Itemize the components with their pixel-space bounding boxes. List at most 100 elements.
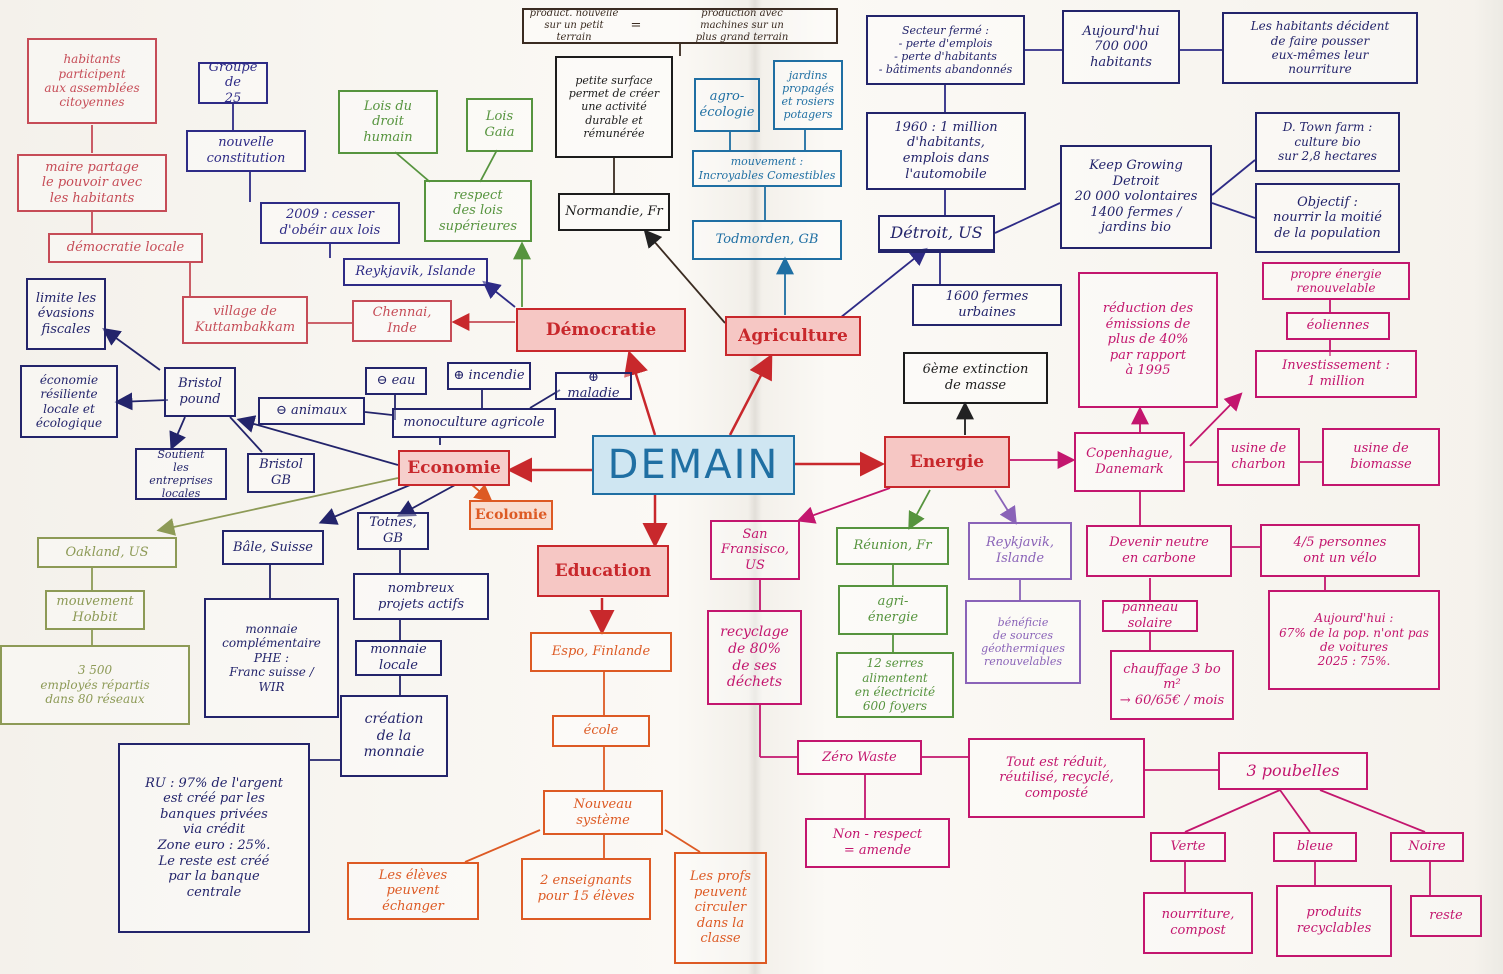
node-usine-biomasse: usine de biomasse [1322,428,1440,486]
node-normandie: Normandie, Fr [558,193,670,231]
center-node-demain: DEMAIN [592,435,795,495]
agriculture-todmorden-links [729,130,806,315]
node-usine-charbon: usine de charbon [1217,428,1300,486]
node-mouvement-incroyables-comestibles: mouvement : Incroyables Comestibles [692,150,842,187]
node-plus-maladie: ⊕ maladie [555,372,632,400]
node-detroit-us: Détroit, US [878,215,995,253]
node-eoliennes: éoliennes [1286,312,1390,340]
ecolomie-link [471,483,493,503]
node-agroecologie: agro- écologie [694,78,760,132]
node-cesser-obeir: 2009 : cesser d'obéir aux lois [260,202,400,244]
node-enseignants: 2 enseignants pour 15 élèves [521,858,651,920]
education-links [464,672,701,863]
node-oakland: Oakland, US [37,537,177,568]
node-agri-energie: agri- énergie [838,585,948,635]
node-espoo-finlande: Espo, Finlande [530,632,672,672]
hub-education: Education [537,545,669,597]
node-dtown-farm: D. Town farm : culture bio sur 2,8 hecta… [1255,112,1400,172]
node-1600-fermes-urbaines: 1600 fermes urbaines [912,284,1062,326]
node-todmorden: Todmorden, GB [692,220,842,260]
node-1960-million: 1960 : 1 million d'habitants, emplois da… [866,112,1026,190]
node-recyclage: recyclage de 80% de ses déchets [707,610,802,705]
node-bristol-gb: Bristol GB [247,453,315,493]
democratie-respect-links [394,149,531,307]
node-ru-argent: RU : 97% de l'argent est créé par les ba… [118,743,310,933]
center-links [507,350,885,635]
node-poubelle-bleue: bleue [1273,832,1357,862]
node-san-francisco: San Fransisco, US [710,520,800,580]
node-reste: reste [1410,895,1482,937]
node-non-respect-amende: Non - respect = amende [805,818,950,868]
node-3-poubelles: 3 poubelles [1218,752,1368,790]
node-reykjavik-islande-democratie: Reykjavik, Islande [343,258,488,286]
node-6eme-extinction: 6ème extinction de masse [903,352,1048,404]
energie-reunion-links [892,489,931,652]
node-nouveau-systeme: Nouveau système [543,790,663,835]
node-aujourdhui-voitures: Aujourd'hui : 67% de la pop. n'ont pas d… [1268,590,1440,690]
node-serres: 12 serres alimentent en électricité 600 … [836,652,954,718]
node-employes: 3 500 employés répartis dans 80 réseaux [0,645,190,725]
energie-reykjavik-links [994,489,1021,600]
hub-democratie: Démocratie [516,308,686,352]
node-neutre-carbone: Devenir neutre en carbone [1086,525,1232,577]
node-groupe-25: Groupe de 25 [198,62,268,104]
node-creation-monnaie: création de la monnaie [340,695,448,777]
node-village-kuttambakkam: village de Kuttambakkam [182,296,308,344]
agriculture-normandie-links [613,44,726,324]
node-reduction-emissions: réduction des émissions de plus de 40% p… [1078,272,1218,408]
node-production-machines: production avec machines sur un plus gra… [648,8,838,44]
node-habitants-decident: Les habitants décident de faire pousser … [1222,12,1418,84]
node-totnes: Totnes, GB [357,512,429,550]
agriculture-detroit-links [839,49,1256,319]
node-poubelle-noire: Noire [1390,832,1464,862]
node-reykjavik-islande-energie: Reykjavik, Islande [968,522,1072,580]
democratie-reykjavik-links [232,104,516,308]
node-plus-incendie: ⊕ incendie [447,362,531,390]
economie-oakland-links [91,477,399,645]
node-zero-waste: Zéro Waste [797,740,922,775]
node-secteur-ferme: Secteur fermé : - perte d'emplois - pert… [866,15,1025,85]
node-limite-evasions: limite les évasions fiscales [26,278,106,350]
node-moins-eau: ⊖ eau [365,367,427,395]
node-bristol-pound: Bristol pound [164,367,236,417]
node-lois-gaia: Lois Gaia [466,98,533,152]
node-monnaie-complementaire: monnaie complémentaire PHE : Franc suiss… [204,598,339,718]
hub-agriculture: Agriculture [725,316,861,356]
node-produits-recyclables: produits recyclables [1276,885,1392,957]
energie-zerowaste-links [759,487,1431,895]
node-propre-energie: propre énergie renouvelable [1262,262,1410,300]
node-keep-growing-detroit: Keep Growing Detroit 20 000 volontaires … [1060,145,1212,249]
node-projets-actifs: nombreux projets actifs [353,573,489,620]
node-nourriture-compost: nourriture, compost [1143,892,1253,954]
node-aujourdhui-700000: Aujourd'hui 700 000 habitants [1062,10,1180,84]
page-edge-shadow [1473,0,1503,974]
node-soutient-entreprises: Soutient les entreprises locales [135,448,227,500]
node-democratie-locale: démocratie locale [48,233,203,263]
node-monoculture: monoculture agricole [392,408,556,438]
node-objectif: Objectif : nourrir la moitié de la popul… [1255,183,1400,253]
node-tout-reduit: Tout est réduit, réutilisé, recyclé, com… [968,738,1145,818]
node-panneau-solaire: panneau solaire [1102,600,1198,632]
hub-energie: Energie [884,436,1010,488]
node-ecole: école [552,715,650,747]
economie-links [102,327,561,761]
node-reunion: Réunion, Fr [836,527,949,565]
node-nouvelle-constitution: nouvelle constitution [186,130,306,172]
node-lois-droit-humain: Lois du droit humain [338,90,438,154]
node-maire-partage: maire partage le pouvoir avec les habita… [17,154,167,212]
node-respect-lois: respect des lois supérieures [424,180,532,242]
hub-ecolomie: Ecolomie [469,500,553,530]
democratie-links [91,125,515,331]
node-jardins-potagers: jardins propagés et rosiers potagers [773,60,843,130]
node-monnaie-locale: monnaie locale [355,640,442,676]
node-chennai: Chennai, Inde [352,300,452,342]
node-geothermie: bénéficie de sources géothermiques renou… [965,600,1081,684]
node-chauffage: chauffage 3 bo m² → 60/65€ / mois [1110,650,1234,720]
node-profs-circuler: Les profs peuvent circuler dans la class… [674,852,767,964]
node-copenhague: Copenhague, Danemark [1074,432,1185,492]
node-moins-animaux: ⊖ animaux [258,397,365,425]
node-bale-suisse: Bâle, Suisse [222,530,324,565]
node-mouvement-hobbit: mouvement Hobbit [45,590,145,630]
